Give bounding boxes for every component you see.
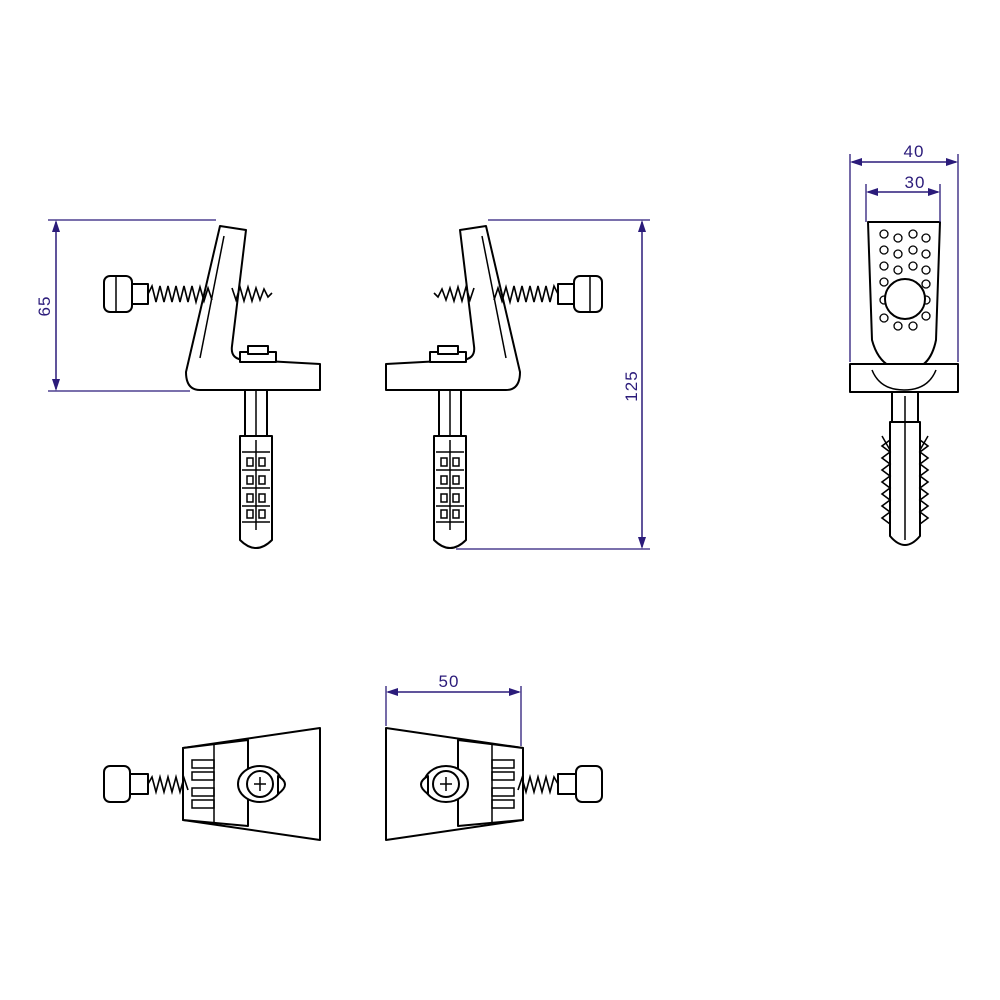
bracket-front-view [849,221,959,546]
dimension-height-left: 65 [35,219,216,392]
dimension-40-label: 40 [904,142,925,161]
bracket-icon [185,225,321,391]
dimension-depth-plan: 50 [385,672,522,746]
screw-icon [433,275,603,313]
bracket-plan-view-right [385,727,603,841]
dimension-50-label: 50 [439,672,460,691]
screw-icon [385,727,603,841]
dimension-width-outer: 40 [849,142,959,362]
dimension-width-inner: 30 [865,173,941,222]
wall-plug-icon [433,387,467,549]
screw-icon [103,727,321,841]
wall-plug-icon [239,387,273,549]
phillips-head-icon [884,278,926,320]
bracket-icon [385,225,521,391]
bracket-side-view-left [103,225,321,549]
bracket-side-view-right [385,225,603,549]
dimension-30-label: 30 [905,173,926,192]
screw-icon [103,275,273,313]
perforation-holes [879,229,931,331]
dimension-height-total: 125 [456,219,650,550]
dimension-125-label: 125 [622,370,641,401]
bracket-plan-view-left [103,727,321,841]
dimension-65-label: 65 [35,296,54,317]
